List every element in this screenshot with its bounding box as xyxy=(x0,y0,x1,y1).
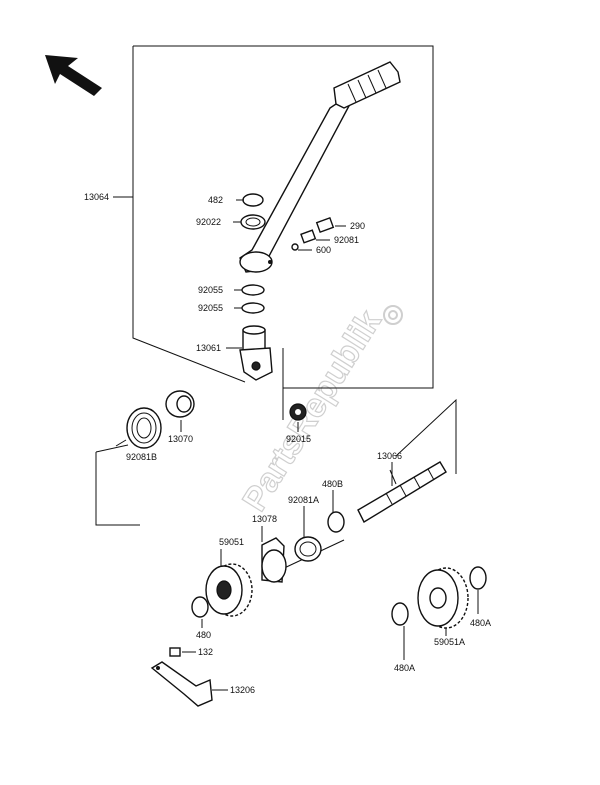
label-13078: 13078 xyxy=(252,514,277,524)
pin-132 xyxy=(169,647,181,657)
pedal-boss-13061 xyxy=(239,325,273,381)
label-480: 480 xyxy=(196,630,211,640)
clip-482 xyxy=(242,193,264,207)
label-92081: 92081 xyxy=(334,235,359,245)
gear-59051 xyxy=(205,563,253,617)
label-13070: 13070 xyxy=(168,434,193,444)
label-92055-b: 92055 xyxy=(198,303,223,313)
label-13066: 13066 xyxy=(377,451,402,461)
label-92081a: 92081A xyxy=(288,495,319,505)
label-600: 600 xyxy=(316,245,331,255)
kick-lever xyxy=(239,61,401,273)
guide-92015 xyxy=(289,403,307,421)
label-132: 132 xyxy=(198,647,213,657)
kick-shaft-13066 xyxy=(357,461,447,523)
label-13064: 13064 xyxy=(84,192,109,202)
assembly-frame xyxy=(133,45,434,389)
label-13206: 13206 xyxy=(230,685,255,695)
watermark-gear-icon xyxy=(383,305,403,325)
gear-59051a xyxy=(417,567,469,629)
label-480a-right: 480A xyxy=(470,618,491,628)
spring-92081b xyxy=(115,407,162,449)
label-92055-a: 92055 xyxy=(198,285,223,295)
label-92022: 92022 xyxy=(196,217,221,227)
ring-480 xyxy=(191,596,209,618)
label-59051: 59051 xyxy=(219,537,244,547)
label-92015: 92015 xyxy=(286,434,311,444)
label-480a-left: 480A xyxy=(394,663,415,673)
label-480b: 480B xyxy=(322,479,343,489)
ring-480a-left xyxy=(391,602,409,626)
label-13061: 13061 xyxy=(196,343,221,353)
washer-92022 xyxy=(240,214,266,230)
label-482: 482 xyxy=(208,195,223,205)
ball-spring-set xyxy=(291,217,335,251)
o-ring-92055-b xyxy=(241,302,265,314)
label-290: 290 xyxy=(350,221,365,231)
ring-480a-right xyxy=(469,566,487,590)
label-92081b: 92081B xyxy=(126,452,157,462)
label-59051a: 59051A xyxy=(434,637,465,647)
ratchet-13078 xyxy=(261,537,287,583)
spring-92081a xyxy=(294,536,322,562)
o-ring-92055-a xyxy=(241,284,265,296)
ring-480b xyxy=(327,511,345,533)
plate-13206 xyxy=(150,661,213,707)
arrow-up-left-icon xyxy=(45,55,102,96)
